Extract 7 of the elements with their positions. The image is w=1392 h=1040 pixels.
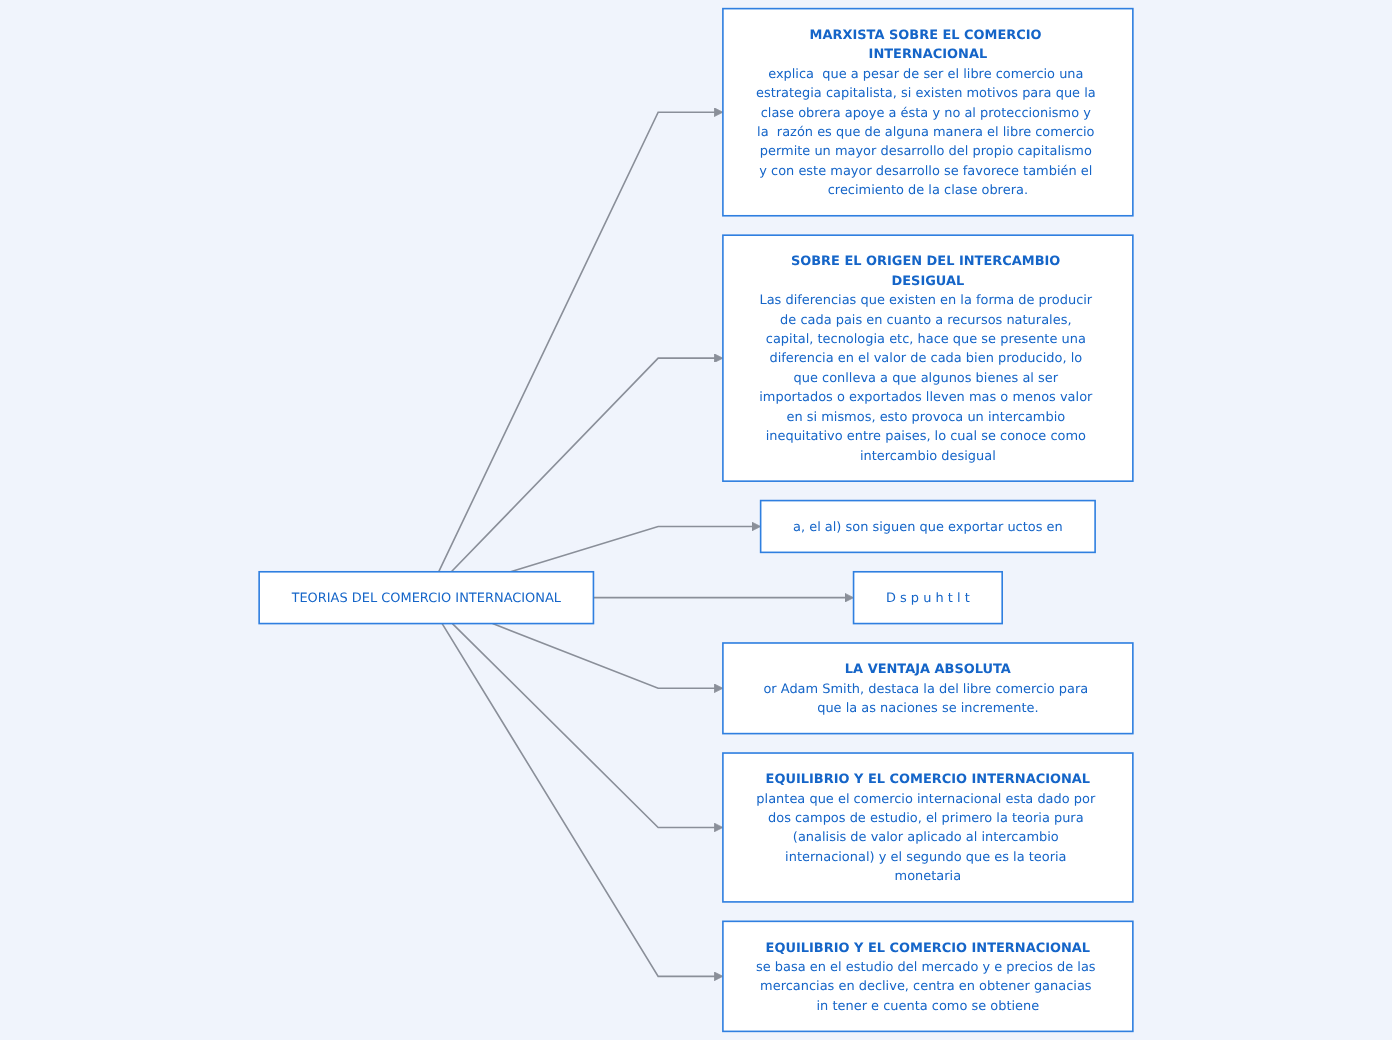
arrow <box>491 622 724 694</box>
arrow <box>592 592 854 603</box>
arrow <box>450 353 724 573</box>
arrow <box>451 622 724 833</box>
arrow <box>441 622 724 982</box>
arrow <box>509 521 762 573</box>
arrow <box>437 107 724 573</box>
